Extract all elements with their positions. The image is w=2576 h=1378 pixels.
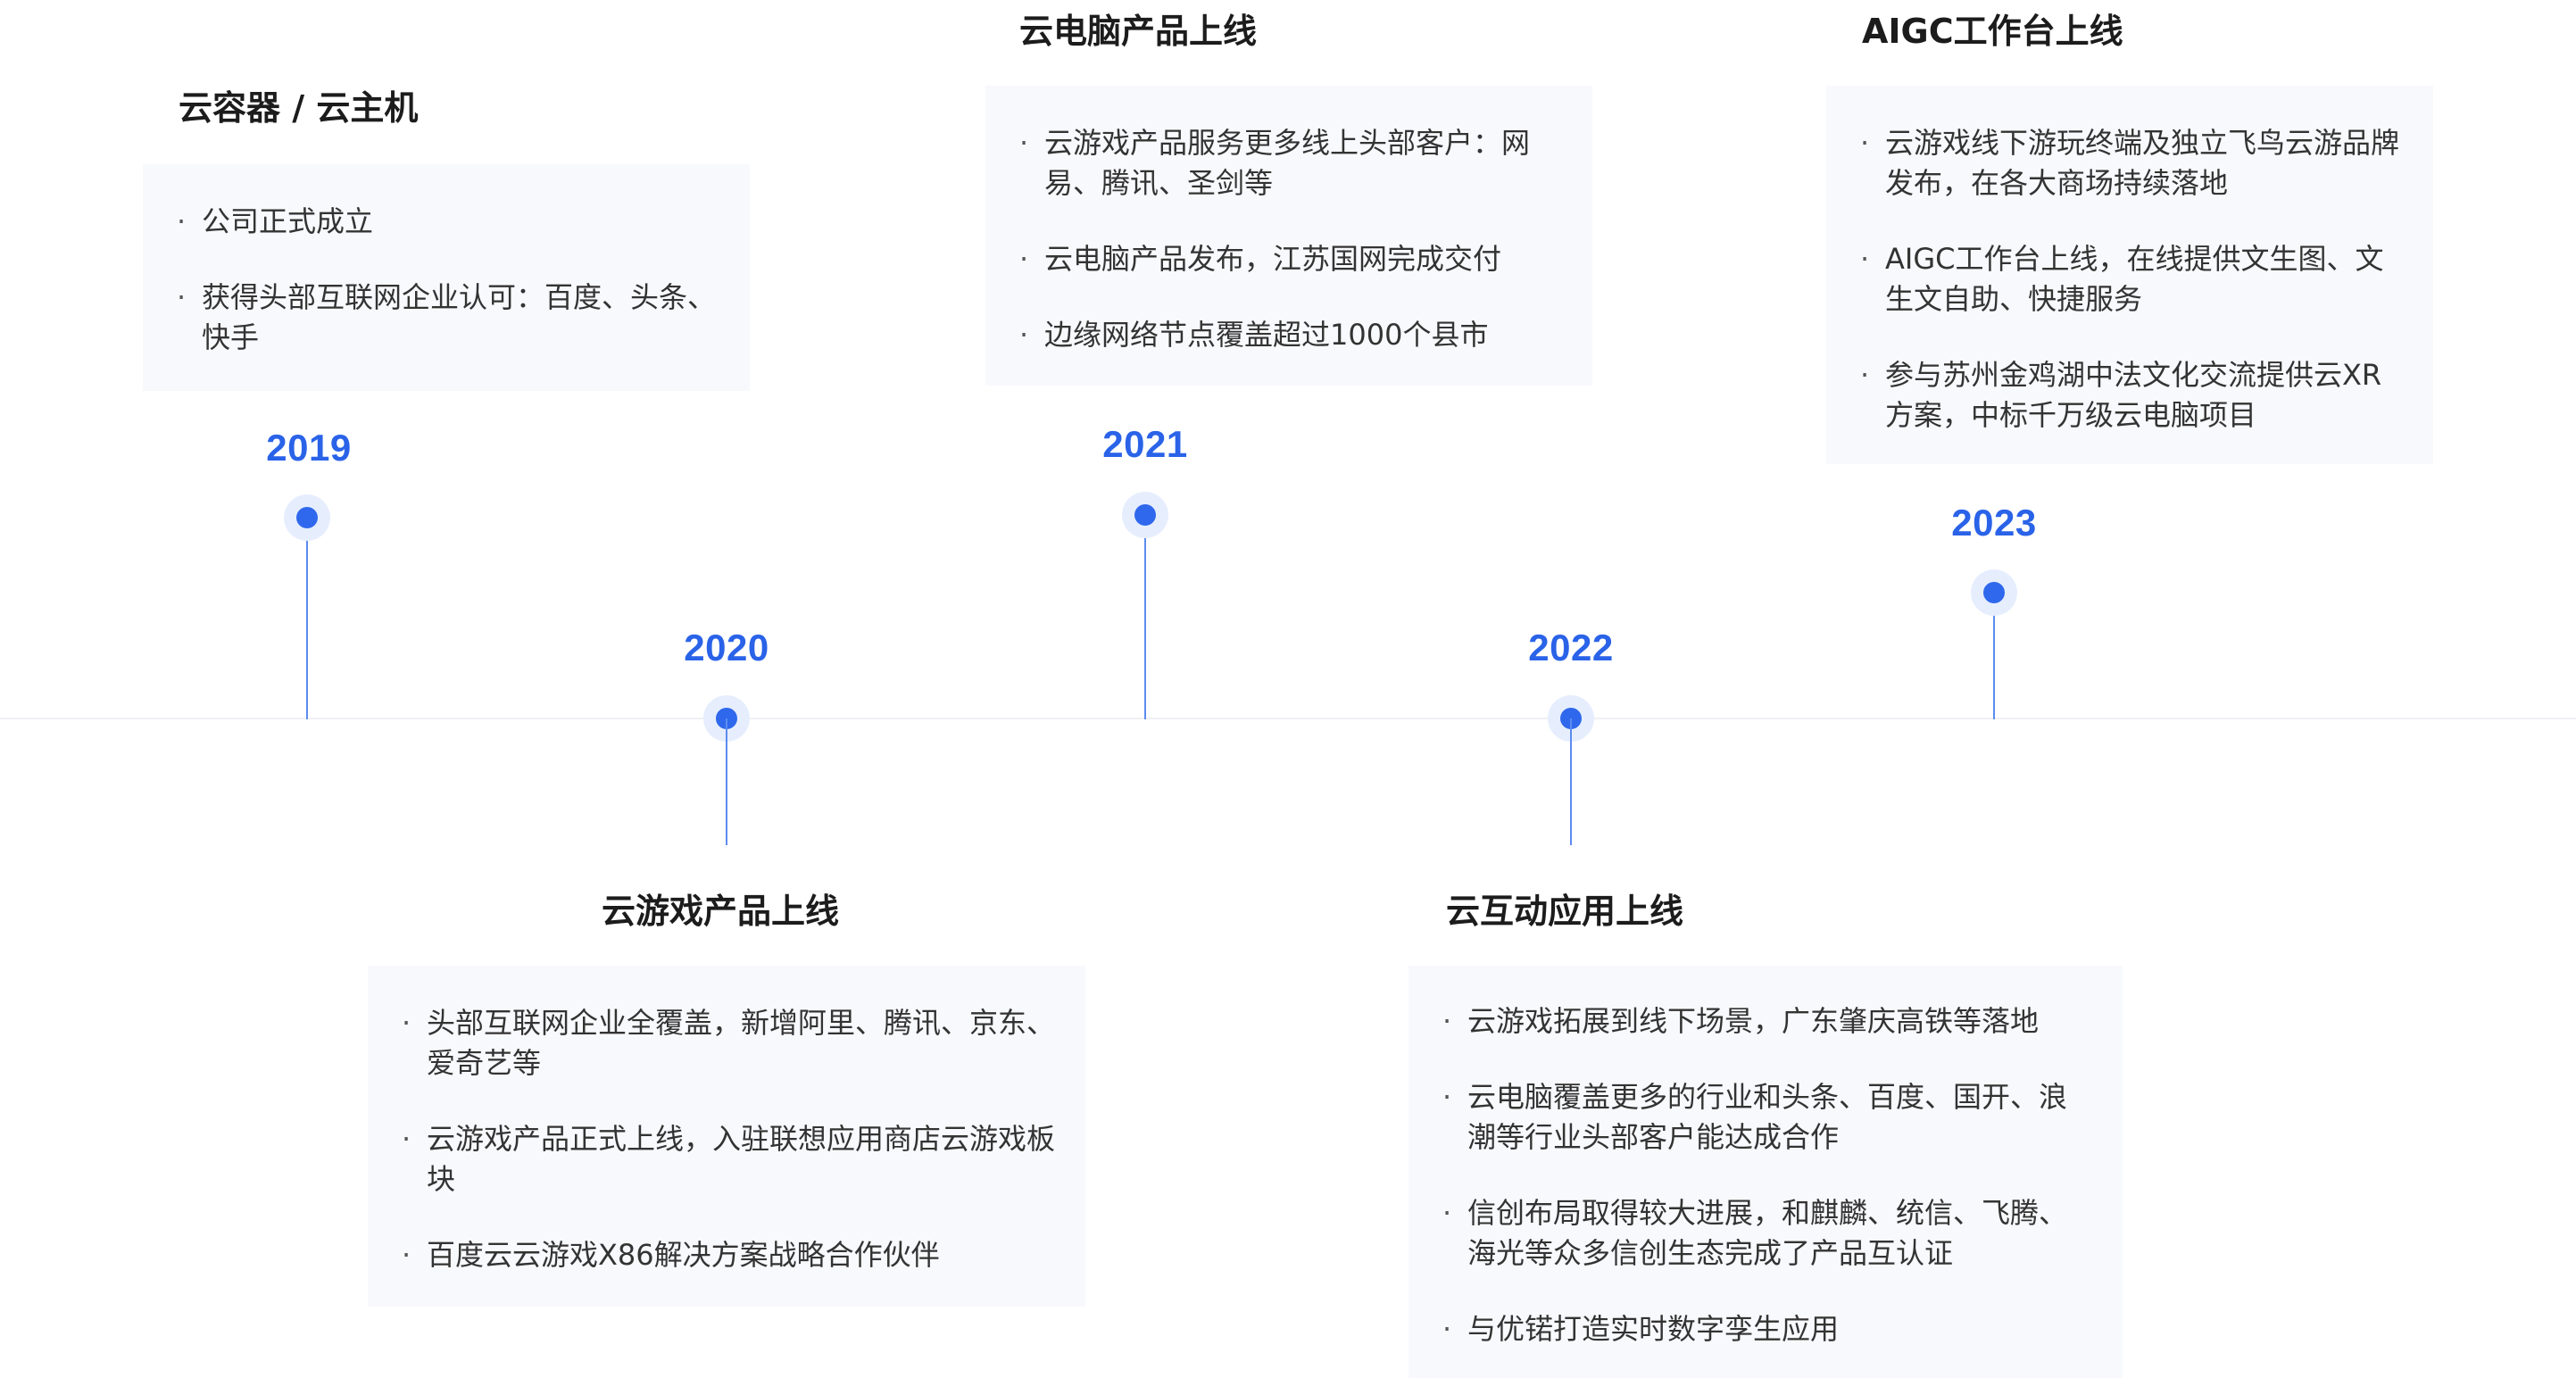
stem-2019: [306, 518, 308, 719]
milestone-item: 云游戏产品服务更多线上头部客户：网易、腾讯、圣剑等: [1019, 123, 1562, 203]
year-label-2020: 2020: [684, 627, 769, 668]
milestone-card-2023: 云游戏线下游玩终端及独立飞鸟云游品牌发布，在各大商场持续落地 AIGC工作台上线…: [1826, 86, 2433, 464]
year-label-2021: 2021: [1102, 423, 1188, 465]
milestone-title-2019: 云容器 / 云主机: [179, 88, 419, 128]
milestone-item: 参与苏州金鸡湖中法文化交流提供云XR方案，中标千万级云电脑项目: [1860, 355, 2403, 436]
stem-2023: [1993, 593, 1995, 719]
stem-2021: [1144, 515, 1146, 719]
stem-2020: [726, 718, 727, 845]
milestone-item: 云游戏拓展到线下场景，广东肇庆高铁等落地: [1442, 1001, 2092, 1042]
timeline-dot-2023: [1971, 569, 2017, 616]
milestone-card-2019: 公司正式成立 获得头部互联网企业认可：百度、头条、快手: [143, 164, 750, 391]
milestone-item: 百度云云游戏X86解决方案战略合作伙伴: [402, 1235, 1055, 1275]
year-label-2019: 2019: [266, 427, 352, 469]
milestone-card-2022: 云游戏拓展到线下场景，广东肇庆高铁等落地 云电脑覆盖更多的行业和头条、百度、国开…: [1408, 966, 2123, 1378]
milestone-item: 云电脑覆盖更多的行业和头条、百度、国开、浪潮等行业头部客户能达成合作: [1442, 1077, 2092, 1158]
year-label-2023: 2023: [1951, 502, 2037, 544]
milestone-item: 头部互联网企业全覆盖，新增阿里、腾讯、京东、爱奇艺等: [402, 1003, 1055, 1083]
milestone-item: 云电脑产品发布，江苏国网完成交付: [1019, 239, 1562, 279]
milestone-item: 边缘网络节点覆盖超过1000个县市: [1019, 315, 1562, 355]
milestone-item: AIGC工作台上线，在线提供文生图、文生文自助、快捷服务: [1860, 239, 2403, 320]
milestone-item: 与优锘打造实时数字孪生应用: [1442, 1309, 2092, 1349]
timeline-dot-2019: [284, 494, 330, 541]
timeline-dot-2021: [1122, 492, 1168, 538]
year-label-2022: 2022: [1528, 627, 1614, 668]
stem-2022: [1570, 718, 1572, 845]
milestone-card-2021: 云游戏产品服务更多线上头部客户：网易、腾讯、圣剑等 云电脑产品发布，江苏国网完成…: [985, 86, 1592, 386]
timeline-axis: [0, 718, 2576, 719]
milestone-card-2020: 头部互联网企业全覆盖，新增阿里、腾讯、京东、爱奇艺等 云游戏产品正式上线，入驻联…: [368, 966, 1085, 1307]
milestone-title-2021: 云电脑产品上线: [1019, 12, 1258, 51]
milestone-item: 云游戏线下游玩终端及独立飞鸟云游品牌发布，在各大商场持续落地: [1860, 123, 2403, 203]
milestone-item: 获得头部互联网企业认可：百度、头条、快手: [177, 278, 719, 358]
milestone-item: 信创布局取得较大进展，和麒麟、统信、飞腾、海光等众多信创生态完成了产品互认证: [1442, 1193, 2092, 1274]
milestone-item: 公司正式成立: [177, 202, 719, 242]
milestone-title-2023: AIGC工作台上线: [1862, 12, 2123, 51]
milestone-title-2022: 云互动应用上线: [1446, 892, 1684, 931]
milestone-title-2020: 云游戏产品上线: [602, 892, 840, 931]
milestone-item: 云游戏产品正式上线，入驻联想应用商店云游戏板块: [402, 1119, 1055, 1200]
